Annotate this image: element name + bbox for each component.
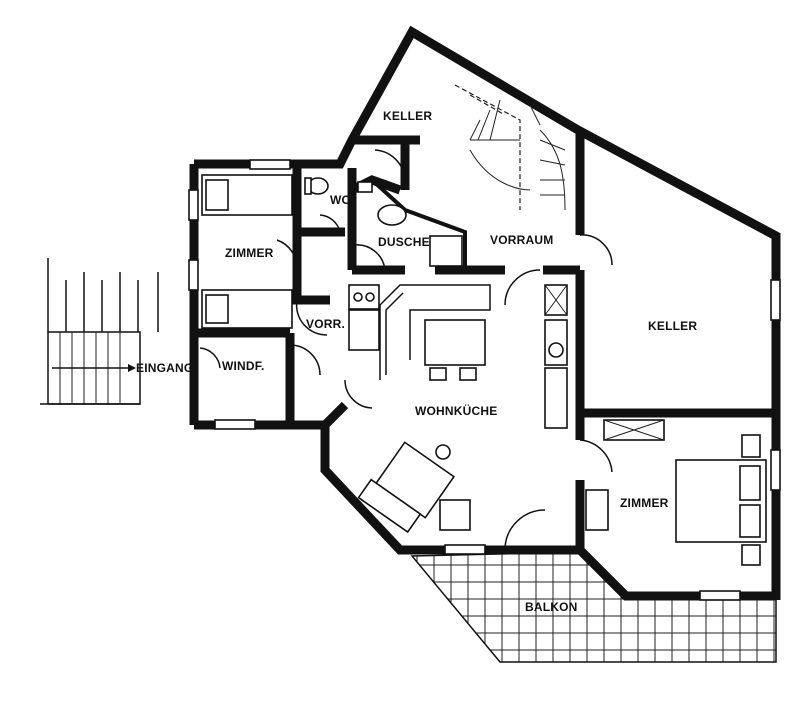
furniture — [201, 174, 767, 566]
room-labels: KELLER WC DUSCHE VORRAUM ZIMMER VORR. EI… — [136, 109, 697, 614]
room-label-eingang: EINGANG — [136, 361, 193, 375]
room-label-zimmer-right: ZIMMER — [620, 496, 669, 510]
room-label-dusche: DUSCHE — [378, 235, 430, 249]
doors — [199, 149, 613, 549]
room-label-wohnkueche: WOHNKÜCHE — [415, 403, 497, 418]
room-label-keller-top: KELLER — [383, 109, 432, 123]
room-label-windf: WINDF. — [222, 359, 265, 373]
room-label-zimmer-left: ZIMMER — [225, 246, 274, 260]
interior-walls — [194, 130, 776, 550]
room-label-vorraum: VORRAUM — [490, 233, 553, 247]
staircase — [454, 84, 566, 211]
room-label-balkon: BALKON — [525, 600, 578, 614]
room-label-keller-right: KELLER — [648, 319, 697, 333]
room-label-wc: WC — [330, 193, 351, 207]
windows — [188, 159, 781, 601]
entrance-stairs — [40, 258, 159, 405]
room-label-vorr: VORR. — [306, 317, 345, 331]
